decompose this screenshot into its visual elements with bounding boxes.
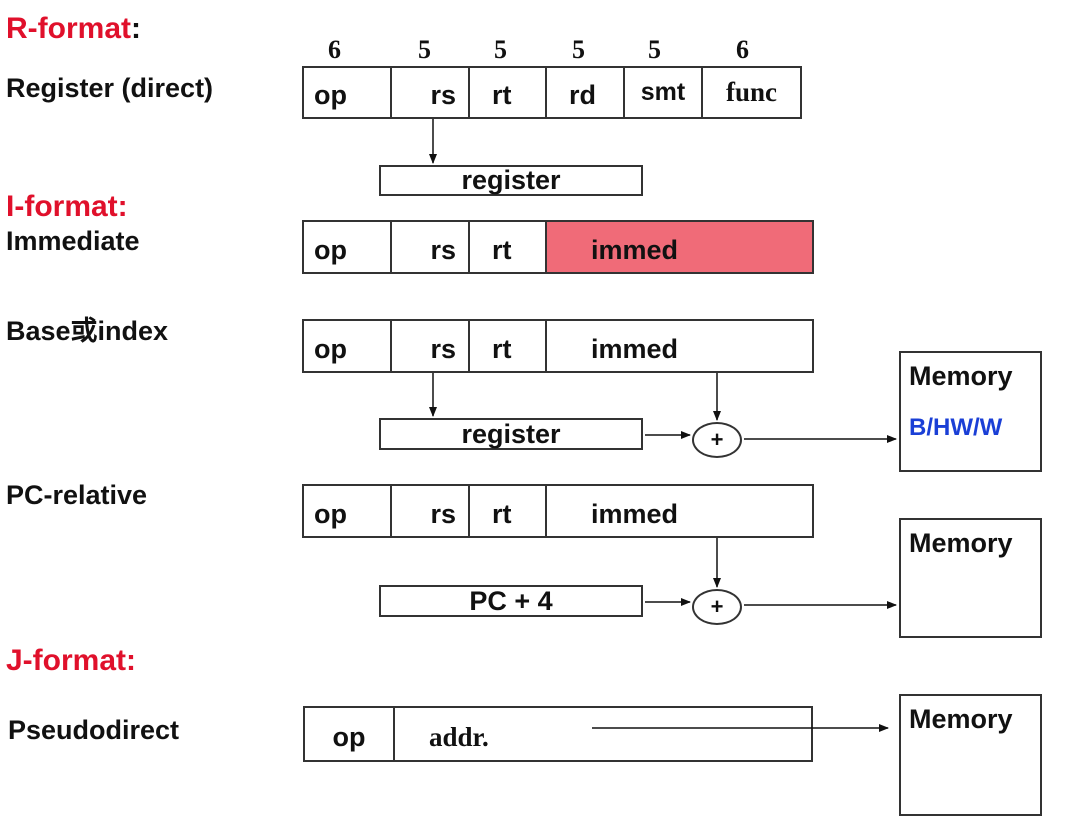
r-format-title-text: R-format	[6, 12, 131, 45]
bit-width-func: 6	[736, 35, 749, 64]
base-index-label: Base或index	[6, 316, 169, 346]
field-rs: rs	[392, 68, 470, 117]
field-rt: rt	[470, 321, 547, 371]
bit-width-op: 6	[328, 35, 341, 64]
field-rt: rt	[470, 68, 547, 117]
field-op: op	[304, 486, 392, 536]
immediate-instruction-row: op rs rt immed	[302, 220, 814, 274]
j-format-instruction-row: op addr.	[303, 706, 813, 762]
memory-access-size: B/HW/W	[909, 414, 1003, 441]
field-rs: rs	[392, 222, 470, 272]
memory-label: Memory	[909, 361, 1013, 391]
field-immed: immed	[591, 498, 679, 529]
r-format-title: R-format:	[6, 14, 141, 44]
pc-adder: +	[692, 589, 742, 625]
field-rs: rs	[392, 486, 470, 536]
base-memory-box: Memory B/HW/W	[899, 351, 1042, 472]
memory-label: Memory	[909, 528, 1013, 558]
j-memory-box: Memory	[899, 694, 1042, 816]
pseudodirect-label: Pseudodirect	[8, 715, 180, 745]
bit-width-rs: 5	[418, 35, 431, 64]
field-immed: immed	[591, 333, 679, 364]
j-format-title: J-format:	[6, 644, 137, 677]
pc-plus-4-box: PC + 4	[379, 585, 643, 617]
bit-width-smt: 5	[648, 35, 661, 64]
register-box: register	[379, 165, 643, 196]
field-rs: rs	[392, 321, 470, 371]
field-rt: rt	[470, 222, 547, 272]
field-rt: rt	[470, 486, 547, 536]
base-adder: +	[692, 422, 742, 458]
field-immed-highlighted: immed	[547, 222, 812, 272]
field-op: op	[304, 68, 392, 117]
i-format-title: I-format:	[6, 190, 128, 223]
field-smt: smt	[625, 68, 703, 117]
immediate-label: Immediate	[6, 226, 140, 256]
field-op: op	[304, 222, 392, 272]
register-direct-label: Register (direct)	[6, 73, 214, 103]
r-format-colon: :	[131, 12, 141, 45]
pc-memory-box: Memory	[899, 518, 1042, 638]
field-op: op	[304, 321, 392, 371]
pc-relative-instruction-row: op rs rt immed	[302, 484, 814, 538]
field-func: func	[725, 77, 777, 107]
pc-relative-label: PC-relative	[6, 480, 148, 510]
bit-width-rt: 5	[494, 35, 507, 64]
field-addr: addr.	[429, 721, 489, 752]
field-op: op	[305, 708, 395, 760]
bit-width-rd: 5	[572, 35, 585, 64]
r-format-instruction-row: op rs rt rd smt func	[302, 66, 802, 119]
base-index-instruction-row: op rs rt immed	[302, 319, 814, 373]
base-register-box: register	[379, 418, 643, 450]
memory-label: Memory	[909, 704, 1013, 734]
field-rd: rd	[547, 68, 625, 117]
